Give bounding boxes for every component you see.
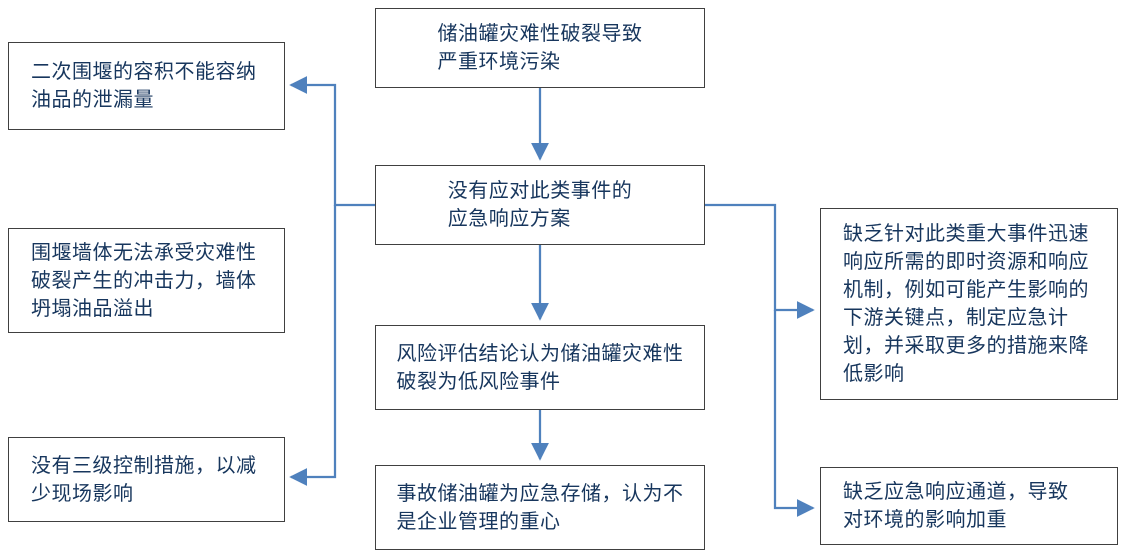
node-lack-resources: 缺乏针对此类重大事件迅速 响应所需的即时资源和响应 机制，例如可能产生影响的 下… [820,208,1118,400]
node-no-tertiary-control: 没有三级控制措施，以减 少现场影响 [8,437,285,522]
node-no-emergency-plan-label: 没有应对此类事件的 应急响应方案 [447,180,633,230]
arrow-plan-to-containment [289,76,375,207]
node-no-tertiary-control-label: 没有三级控制措施，以减 少现场影响 [31,454,257,505]
node-risk-assessment-label: 风险评估结论认为储油罐灾难性 破裂为低风险事件 [396,342,684,393]
arrow-plan-to-resources [705,203,815,319]
node-lack-response-channel: 缺乏应急响应通道，导致 对环境的影响加重 [820,467,1118,545]
node-secondary-containment: 二次围堰的容积不能容纳 油品的泄漏量 [8,42,285,130]
node-no-emergency-plan: 没有应对此类事件的 应急响应方案 [375,165,705,245]
node-accident-tank-storage-label: 事故储油罐为应急存储，认为不 是企业管理的重心 [396,482,684,533]
node-accident-tank-storage: 事故储油罐为应急存储，认为不 是企业管理的重心 [375,465,705,550]
node-tank-rupture: 储油罐灾难性破裂导致 严重环境污染 [375,8,705,88]
node-risk-assessment: 风险评估结论认为储油罐灾难性 破裂为低风险事件 [375,325,705,410]
arrow-plan-to-channel [773,310,815,517]
node-tank-rupture-label: 储油罐灾难性破裂导致 严重环境污染 [437,23,643,73]
node-lack-response-channel-label: 缺乏应急响应通道，导致 对环境的影响加重 [843,481,1069,531]
node-containment-wall-label: 围堰墙体无法承受灾难性 破裂产生的冲击力，墙体 坍塌油品溢出 [31,241,257,320]
arrow-plan-to-tertiary [289,205,337,486]
node-secondary-containment-label: 二次围堰的容积不能容纳 油品的泄漏量 [31,61,257,111]
node-lack-resources-label: 缺乏针对此类重大事件迅速 响应所需的即时资源和响应 机制，例如可能产生影响的 下… [843,223,1089,385]
node-containment-wall: 围堰墙体无法承受灾难性 破裂产生的冲击力，墙体 坍塌油品溢出 [8,228,285,333]
